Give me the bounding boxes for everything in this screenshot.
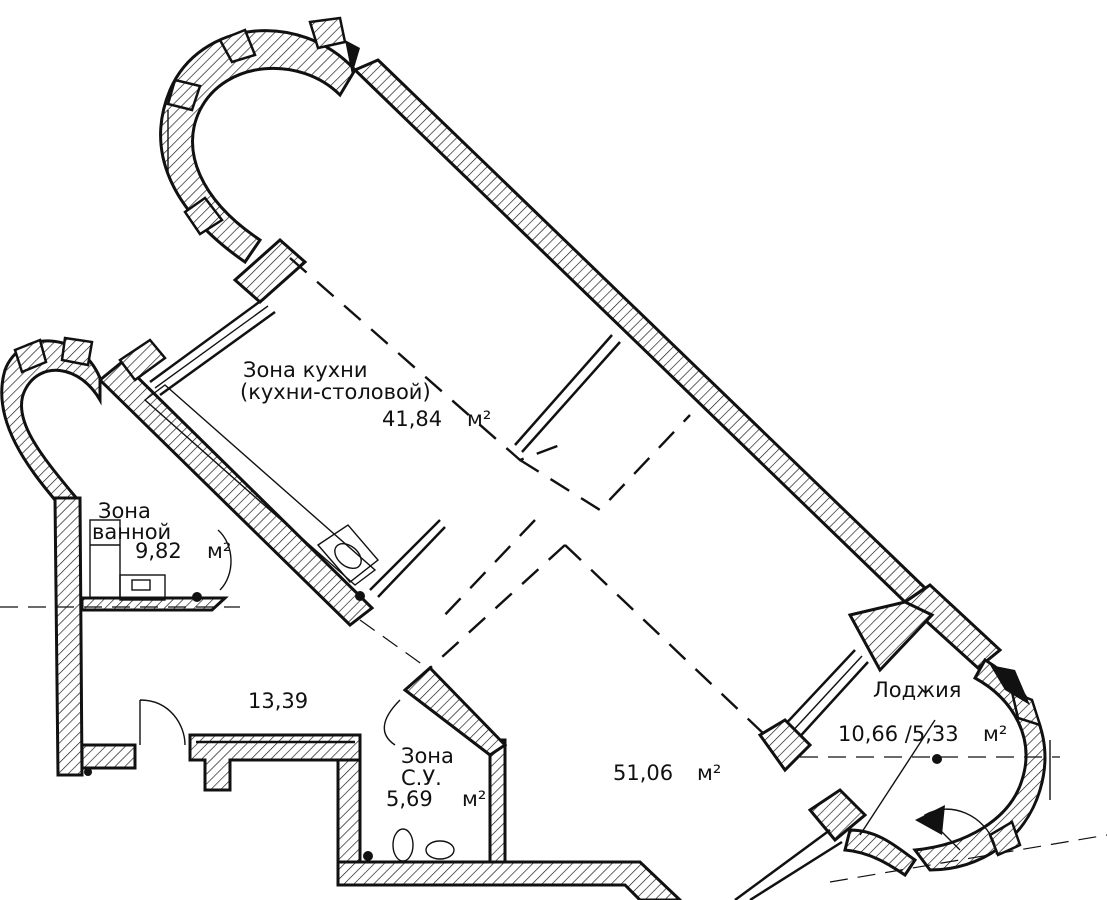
loggia-glazing <box>779 649 869 743</box>
wc-east-wall <box>488 738 507 867</box>
hall-south-wall-left <box>80 743 137 770</box>
sliding-partition-1 <box>369 519 441 591</box>
bath-fixtures <box>89 519 166 601</box>
southeast-window <box>734 828 843 900</box>
wc-name-2: С.У. <box>401 766 442 790</box>
wc-name-1: Зона <box>401 744 454 768</box>
loggia-parapet <box>847 600 935 673</box>
outer-wall-south <box>336 860 683 900</box>
loggia-column <box>757 718 813 773</box>
bath-area-unit: м² <box>207 539 231 563</box>
wc-west-wall <box>336 758 362 872</box>
loggia-area-unit: м² <box>983 722 1007 746</box>
loggia-wall-north <box>902 583 1003 670</box>
bathtub <box>316 524 380 583</box>
room-partition-b <box>521 341 621 453</box>
hall-south-wall-right <box>188 733 362 792</box>
bath-area: 9,82 <box>135 539 182 563</box>
wc-diagonal-wall <box>402 665 508 757</box>
outer-wall-west <box>53 496 84 777</box>
loggia-name: Лоджия <box>873 678 961 702</box>
wc-area-unit: м² <box>462 787 486 811</box>
kitchen-subtitle: (кухни-столовой) <box>240 380 431 404</box>
kitchen-bay-wall <box>159 29 357 265</box>
sliding-partition-2 <box>377 526 446 598</box>
wc-fixtures <box>392 828 455 862</box>
living-area-unit: м² <box>697 761 721 785</box>
bath-bay-windows <box>13 336 94 374</box>
kitchen-window-wall <box>232 237 308 305</box>
markers <box>84 40 1030 861</box>
living-area: 51,06 <box>613 761 673 785</box>
loggia-area: 10,66 /5,33 <box>838 722 959 746</box>
room-partition-a <box>514 334 613 446</box>
kitchen-name: Зона кухни <box>243 358 368 382</box>
kitchen-counter <box>143 384 377 586</box>
inner-wall-southwest <box>97 359 375 627</box>
kitchen-bay-windows <box>166 16 347 236</box>
kitchen-window <box>118 298 276 397</box>
hall-area: 13,39 <box>248 689 308 713</box>
kitchen-area-unit: м² <box>467 407 491 431</box>
loggia-bay-wall <box>912 657 1047 872</box>
kitchen-area: 41,84 <box>382 407 442 431</box>
wc-area: 5,69 <box>386 787 433 811</box>
bath-name-2: ванной <box>92 520 171 544</box>
loggia-south-pier <box>807 788 868 843</box>
loggia-south-arc <box>843 828 918 878</box>
zone-boundaries <box>0 257 1107 883</box>
bath-name-1: Зона <box>98 499 151 523</box>
